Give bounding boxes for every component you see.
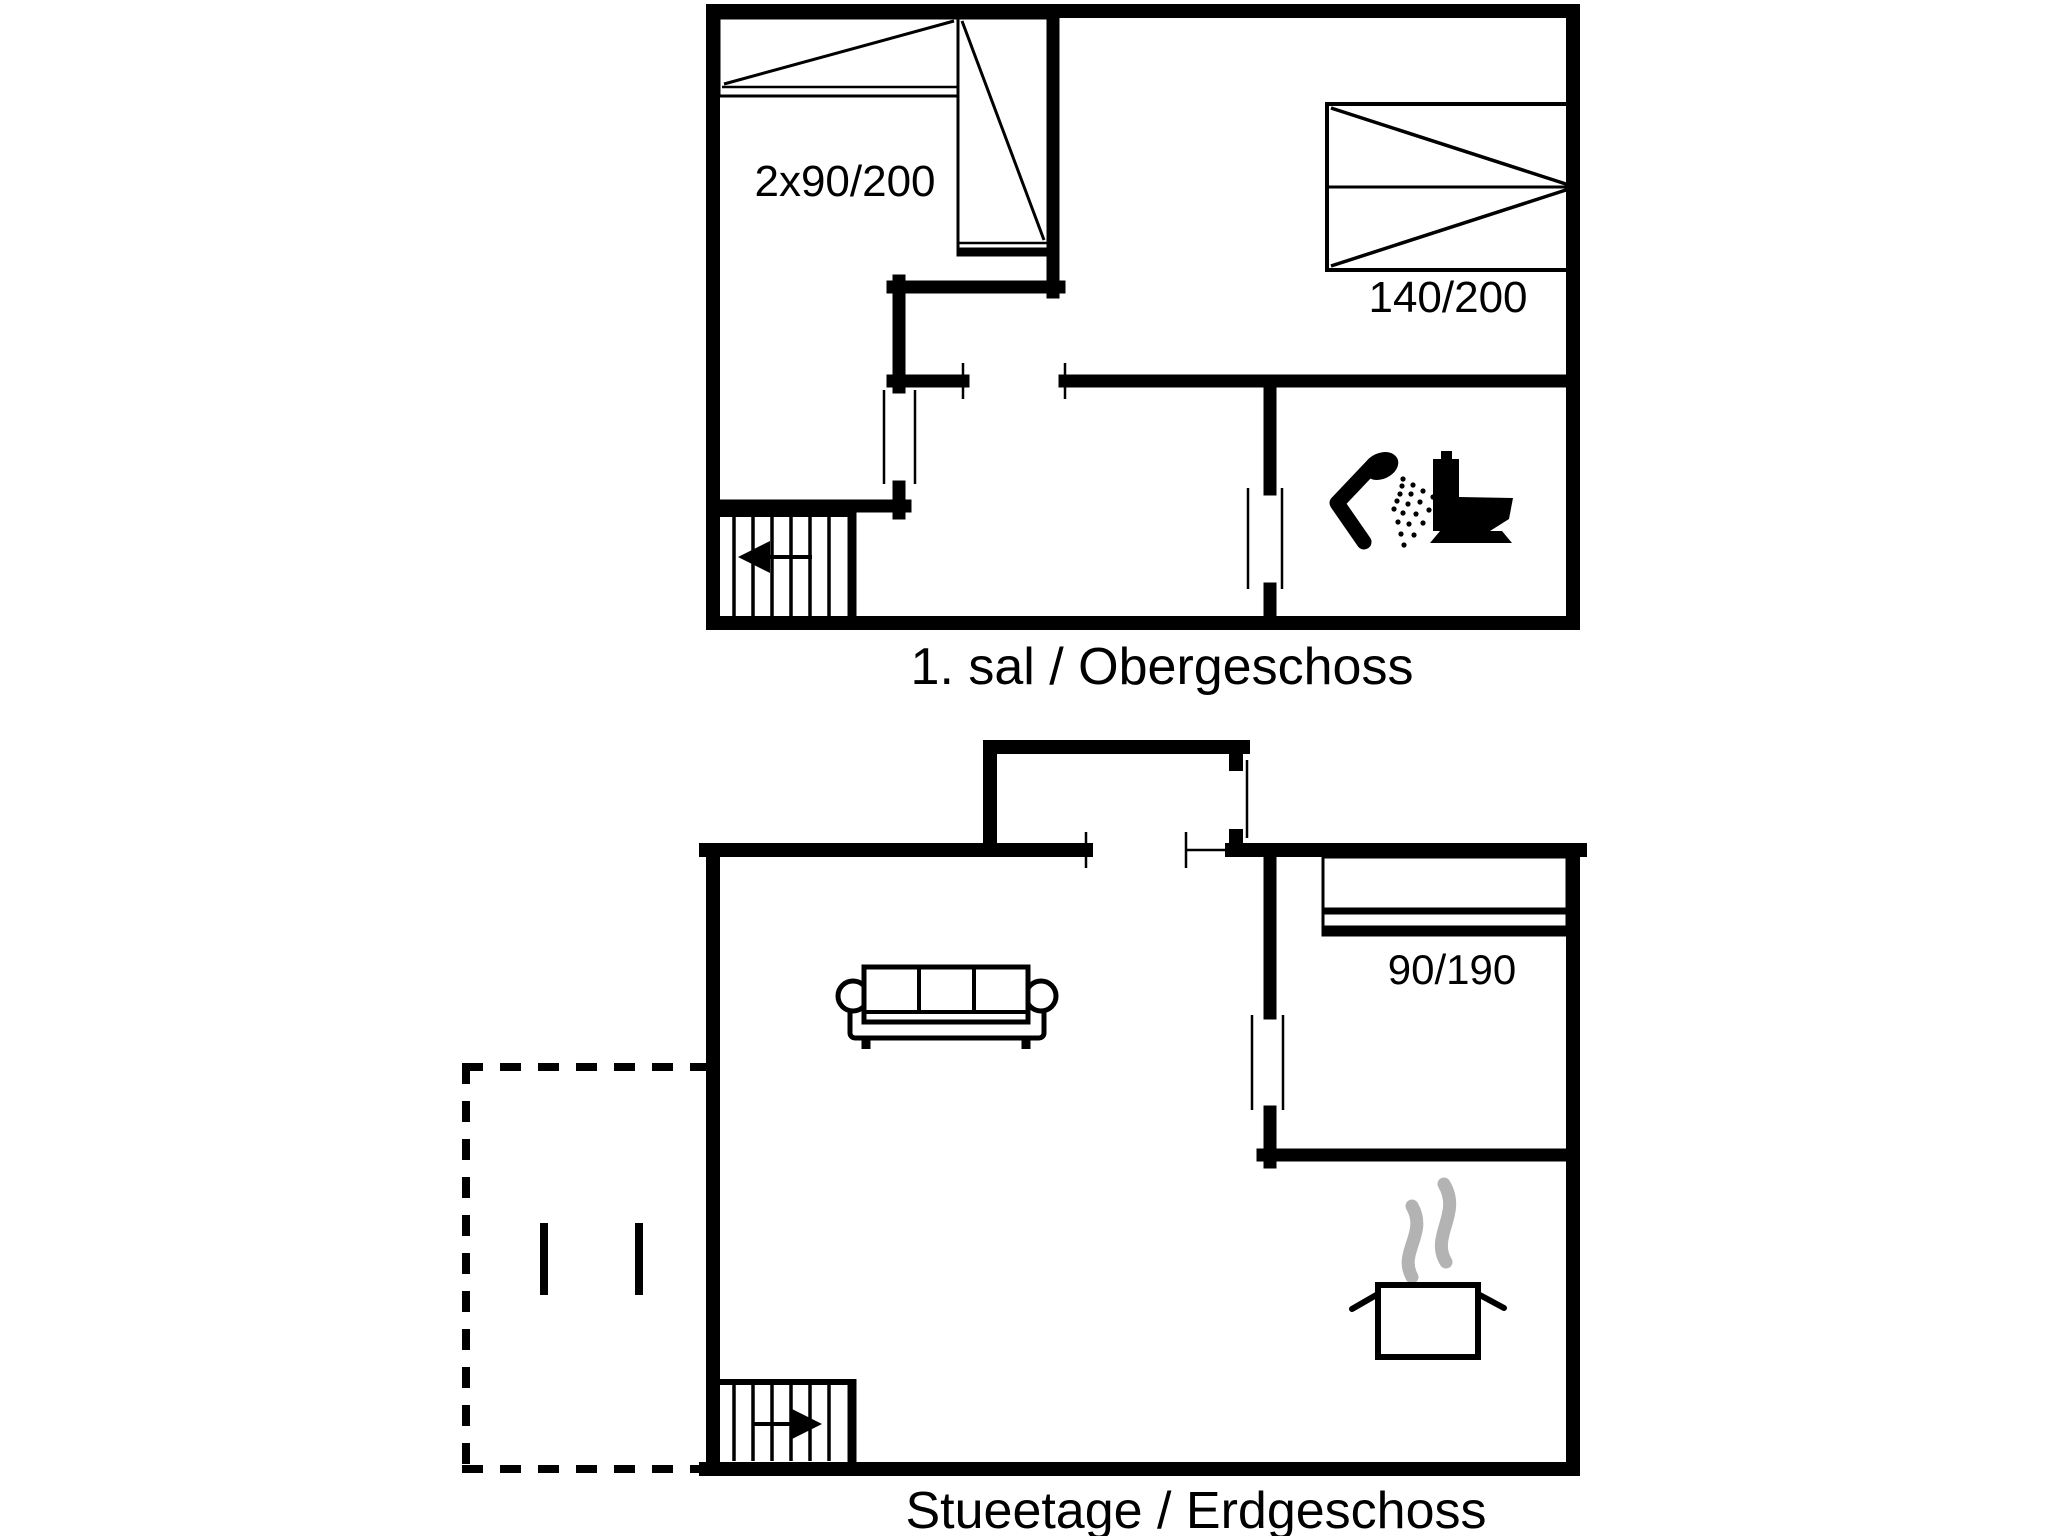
ground-floor-title: Stueetage / Erdgeschoss: [905, 1482, 1486, 1536]
single-bed: [1321, 855, 1569, 937]
ground-floor-plan: 90/190: [462, 740, 1587, 1536]
upper-outer-walls: [706, 4, 1580, 630]
upper-floor-title: 1. sal / Obergeschoss: [911, 638, 1414, 696]
terrace-dashed-outline: [462, 1063, 706, 1473]
ground-staircase: [719, 1379, 857, 1462]
toilet-icon: [1430, 451, 1513, 543]
bunk-beds-label: 2x90/200: [754, 157, 935, 206]
shower-spray-dots: [1391, 476, 1436, 548]
double-bed-label: 140/200: [1368, 273, 1527, 322]
upper-door-openings: [882, 363, 1284, 589]
sofa-icon: [835, 964, 1059, 1049]
single-bed-label: 90/190: [1388, 946, 1516, 993]
ground-interior-walls: [1256, 843, 1580, 1169]
shower-icon: [1329, 452, 1436, 550]
ground-door-openings: [1084, 832, 1285, 1110]
double-bed: [1325, 102, 1575, 272]
upper-staircase: [719, 511, 857, 623]
ground-outer-walls: [699, 740, 1587, 1476]
stairs-arrow-right-icon: [752, 1408, 822, 1440]
pot-steam-icon: [1349, 1177, 1507, 1360]
upper-interior-walls: [712, 4, 1580, 630]
bunk-beds: [717, 16, 1050, 257]
stairs-arrow-left-icon: [738, 541, 812, 573]
upper-floor-plan: 2x90/200 140/200: [706, 4, 1580, 696]
